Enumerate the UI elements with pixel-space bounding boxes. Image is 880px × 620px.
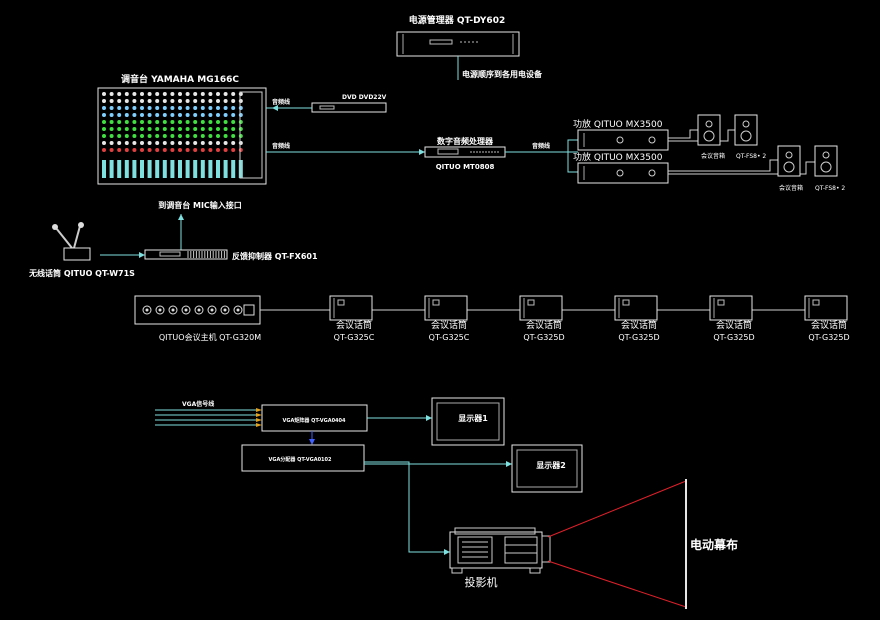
conference-mic: 会议话筒 QT-G325C [424,295,470,342]
mic-label: 会议话筒 [336,319,372,331]
vga-in-label: VGA信号线 [182,400,214,408]
mic-label: 会议话筒 [431,319,467,331]
vga-input-lines [155,408,262,427]
speaker-icon [697,114,721,146]
mixer-out2-label: 音频线 [272,142,290,150]
mixer-out1-label: 音频线 [272,98,290,106]
spk1-label: 会议音箱 [701,152,725,160]
arrow-icon [178,214,184,220]
dsp-amp1-wire [567,139,578,152]
mixer-title: 调音台 YAMAHA MG166C [121,73,239,85]
mic-model: QT-G325D [523,333,564,342]
host-label: QITUO会议主机 QT-G320M [159,332,261,342]
arrow-icon [139,252,145,258]
spk2-model: QT-FS8• 2 [815,185,845,192]
conference-mic: 会议话筒 QT-G325C [329,295,375,342]
amp1-label: 功放 QITUO MX3500 [573,118,663,130]
mic-model: QT-G325C [334,333,375,342]
feedback-suppressor [144,249,228,260]
mic-label: 会议话筒 [811,319,847,331]
mic-model: QT-G325D [808,333,849,342]
power-seq-title: 电源管理器 QT-DY602 [409,14,505,26]
mic-model: QT-G325D [618,333,659,342]
dsp-out-label: 音频线 [532,142,550,150]
speaker-icon [814,145,838,177]
conference-mic: 会议话筒 QT-G325D [709,295,755,342]
mic-model: QT-G325D [713,333,754,342]
mic-label: 会议话筒 [526,319,562,331]
speaker-icon [734,114,758,146]
mic-label: 会议话筒 [716,319,752,331]
arrow-icon [444,549,450,555]
dvd-player [311,102,387,113]
projector-icon [449,527,551,574]
mic-label: 会议话筒 [621,319,657,331]
amp2-spk-wire [668,159,780,172]
arrow-icon [426,415,432,421]
amplifier-1 [577,129,669,151]
conference-mic: 会议话筒 QT-G325D [519,295,565,342]
conference-mic: 会议话筒 QT-G325D [804,295,850,342]
spk2-label: 会议音箱 [779,184,803,192]
mic-input-label: 到调音台 MIC输入接口 [158,200,242,210]
splitter-projector-wire [364,461,450,553]
dsp-amp2-wire [567,152,578,173]
amp2-label: 功放 QITUO MX3500 [573,151,663,163]
display2-label: 显示器2 [536,461,566,470]
matrix-label: VGA矩阵器 QT-VGA0404 [283,417,347,424]
dsp-model: QITUO MT0808 [436,163,495,171]
arrow-icon [506,461,512,467]
speaker-icon [777,145,801,177]
dvd-label: DVD DVD22V [342,94,387,101]
amp1-spk-wire [668,129,700,139]
wireless-mic-icon [52,222,91,261]
amplifier-2 [577,162,669,184]
power-seq-note: 电源顺序到各用电设备 [462,69,543,79]
amp2-spk-wire [668,161,816,175]
mixer-yamaha [97,87,267,185]
vga-splitter [241,444,365,472]
dsp-title: 数字音频处理器 [437,136,494,146]
wireless-label: 无线话筒 QITUO QT-W71S [28,268,135,278]
feedback-label: 反馈抑制器 QT-FX601 [232,251,318,261]
vga-matrix [261,404,368,432]
screen-label: 电动幕布 [690,537,738,552]
display-1 [431,397,505,446]
conference-host [134,295,261,325]
splitter-label: VGA分配器 QT-VGA0102 [269,456,333,463]
mic-model: QT-G325C [429,333,470,342]
beam-top [547,480,687,538]
conference-mic: 会议话筒 QT-G325D [614,295,660,342]
arrow-icon [272,105,278,111]
spk1-model: QT-FS8• 2 [736,153,766,160]
beam-bottom [547,560,687,608]
display1-label: 显示器1 [458,414,488,423]
display-2 [511,444,583,493]
projector-label: 投影机 [465,575,498,589]
dsp-processor [424,146,506,158]
arrow-icon [309,439,315,445]
power-sequencer [396,31,520,57]
arrow-icon [419,149,425,155]
